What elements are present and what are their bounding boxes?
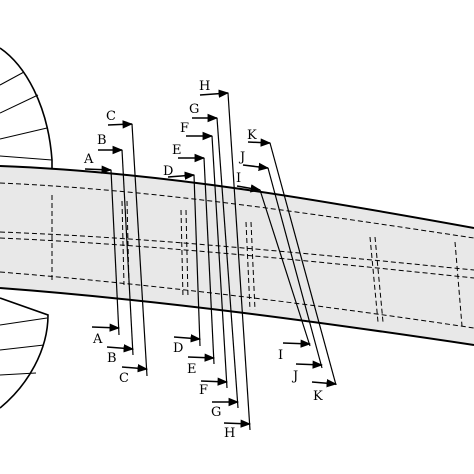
section-line-h: [227, 92, 251, 431]
label-a-bottom: A: [92, 332, 103, 347]
section-line-e: [203, 157, 215, 365]
label-j-bottom: J: [291, 369, 298, 384]
arrow-i-bottom: [282, 339, 312, 348]
labels-top: A B C D E F G H I J K: [83, 79, 257, 186]
label-g-bottom: G: [211, 405, 221, 420]
hub-spoke-1: [0, 71, 25, 86]
label-d-top: D: [163, 164, 173, 179]
label-i-top: I: [236, 171, 241, 186]
arrow-b-bottom: [106, 344, 135, 353]
arrow-f-bottom: [200, 377, 229, 386]
dashed-cross-2b: [126, 200, 130, 286]
dashed-line-4: [0, 271, 474, 329]
label-a-top: A: [83, 152, 94, 167]
arrow-a-top: [84, 165, 113, 174]
hub-spoke-2: [0, 94, 39, 114]
label-g-top: G: [189, 102, 199, 117]
arrow-c-top: [107, 120, 134, 129]
section-line-k: [269, 142, 337, 386]
arrow-d-top: [167, 171, 196, 180]
beam-top-edge: [0, 165, 474, 229]
hub-spoke-3: [0, 127, 48, 140]
dashed-cross-5b: [374, 236, 384, 323]
arrow-k-bottom: [311, 379, 338, 388]
arrows: [84, 89, 338, 428]
section-line-c: [131, 123, 148, 377]
label-i-bottom: I: [278, 348, 283, 363]
label-f-bottom: F: [199, 383, 208, 398]
arrow-i-top: [236, 184, 262, 193]
dashed-cross-5a: [369, 236, 379, 323]
beam: [0, 165, 474, 346]
arrow-h-bottom: [223, 419, 252, 428]
dashed-line-1: [0, 182, 474, 239]
label-b-top: B: [97, 133, 107, 148]
section-line-j: [267, 167, 323, 369]
label-e-top: E: [172, 143, 182, 158]
hub-spoke-7: [0, 372, 37, 376]
section-line-d: [193, 174, 201, 347]
label-d-bottom: D: [173, 341, 183, 356]
beam-body: [0, 166, 474, 345]
arrow-c-bottom: [121, 364, 149, 373]
section-line-b: [121, 149, 134, 356]
dashed-cross-4b: [250, 221, 256, 311]
label-c-bottom: C: [119, 371, 129, 386]
hub-lower-outline: [0, 297, 49, 409]
arrow-k-top: [247, 138, 272, 147]
label-e-bottom: E: [187, 362, 197, 377]
label-c-top: C: [106, 109, 116, 124]
label-h-bottom: H: [224, 426, 235, 441]
section-lines: [110, 92, 337, 431]
label-k-top: K: [247, 128, 257, 143]
hub-spoke-5: [0, 317, 48, 326]
arrow-h-top: [199, 89, 230, 98]
arrow-a-bottom: [91, 323, 121, 332]
dashed-cross-4a: [245, 221, 251, 311]
dashed-cross-2a: [121, 200, 125, 286]
hub-spoke-4: [0, 155, 53, 161]
dashed-line-2: [0, 231, 474, 271]
hub-upper-outline: [0, 47, 53, 168]
label-h-top: H: [199, 79, 210, 94]
hub: [0, 47, 53, 409]
arrow-e-bottom: [187, 353, 216, 362]
section-line-f: [211, 135, 228, 389]
section-line-g: [216, 117, 239, 409]
section-line-a: [110, 169, 120, 336]
dashed-cross-6: [454, 241, 463, 327]
label-b-bottom: B: [107, 351, 117, 366]
hub-spoke-6: [0, 344, 45, 351]
beam-bottom-edge: [0, 287, 474, 346]
label-k-bottom: K: [313, 389, 323, 404]
dashed-cross-3a: [180, 209, 184, 299]
label-f-top: F: [180, 121, 189, 136]
section-line-i: [259, 189, 311, 347]
dashed-line-3: [0, 237, 474, 279]
arrow-j-bottom: [295, 360, 324, 369]
arrow-d-bottom: [173, 334, 202, 343]
arrow-j-top: [242, 162, 270, 172]
labels-bottom: A B C D E F G H I J K: [92, 332, 323, 441]
label-j-top: J: [238, 150, 245, 165]
dashed-cross-3b: [185, 209, 189, 299]
